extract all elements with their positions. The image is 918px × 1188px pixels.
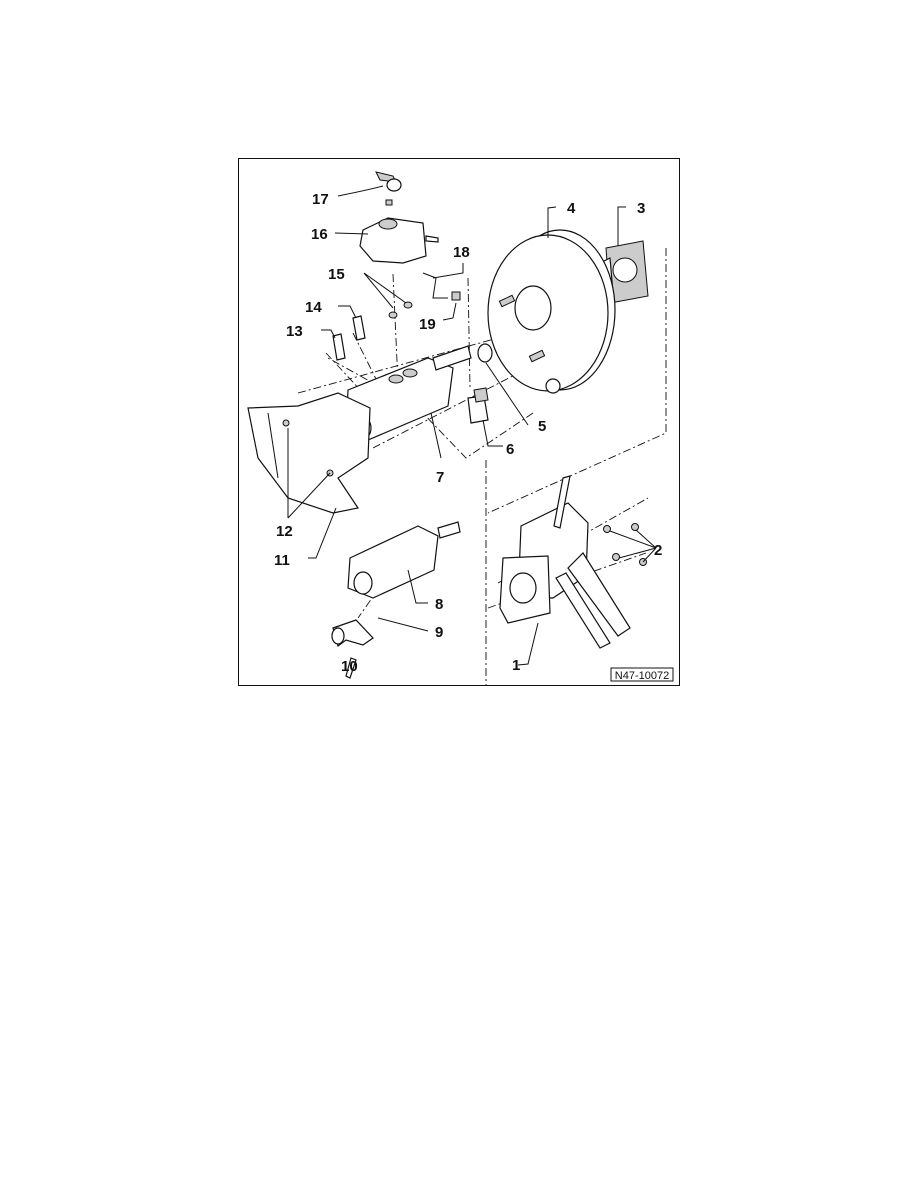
callout-19: 19 <box>419 316 436 333</box>
part-16-brake-fluid-reservoir <box>359 217 439 264</box>
callout-6: 6 <box>506 441 514 458</box>
callout-12: 12 <box>276 523 293 540</box>
exploded-diagram-brake-booster-master-cylinder: 1 2 3 4 5 6 7 8 9 10 11 12 13 14 15 16 1… <box>238 158 680 686</box>
part-15-seal <box>388 311 398 319</box>
part-9-sensor <box>331 619 374 648</box>
part-13-switch <box>332 333 346 361</box>
part-15-seal <box>403 301 413 309</box>
part-4-brake-booster <box>487 229 616 394</box>
callout-17: 17 <box>312 191 329 208</box>
callout-15: 15 <box>328 266 345 283</box>
part-10-bolt <box>345 657 357 679</box>
callout-2: 2 <box>654 542 662 559</box>
part-14-switch <box>352 315 366 341</box>
callout-7: 7 <box>436 469 444 486</box>
callout-14: 14 <box>305 299 322 316</box>
part-11-heat-shield <box>247 392 371 514</box>
callout-11: 11 <box>274 552 290 569</box>
part-2-nuts <box>603 523 647 566</box>
callout-16: 16 <box>311 226 328 243</box>
callout-4: 4 <box>567 200 576 217</box>
reference-code-box <box>610 667 674 682</box>
part-6-sensor <box>467 387 489 424</box>
part-5-o-ring <box>477 343 493 363</box>
part-8-master-cylinder <box>347 521 461 599</box>
part-19-check-valve <box>451 291 461 301</box>
callout-18: 18 <box>453 244 470 261</box>
reference-code: N47-10072 <box>615 670 669 682</box>
callout-10: 10 <box>341 658 358 675</box>
callout-8: 8 <box>435 596 443 613</box>
callout-labels: 1 2 3 4 5 6 7 8 9 10 11 12 13 14 15 16 1… <box>274 191 662 675</box>
callout-13: 13 <box>286 323 303 340</box>
callout-leaders <box>287 185 657 666</box>
part-17-reservoir-cap <box>375 171 402 206</box>
callout-5: 5 <box>538 418 546 435</box>
callout-1: 1 <box>512 657 520 674</box>
part-18-vacuum-hose <box>422 272 448 299</box>
part-1-pedal-cluster <box>499 475 631 649</box>
callout-9: 9 <box>435 624 443 641</box>
callout-3: 3 <box>637 200 645 217</box>
